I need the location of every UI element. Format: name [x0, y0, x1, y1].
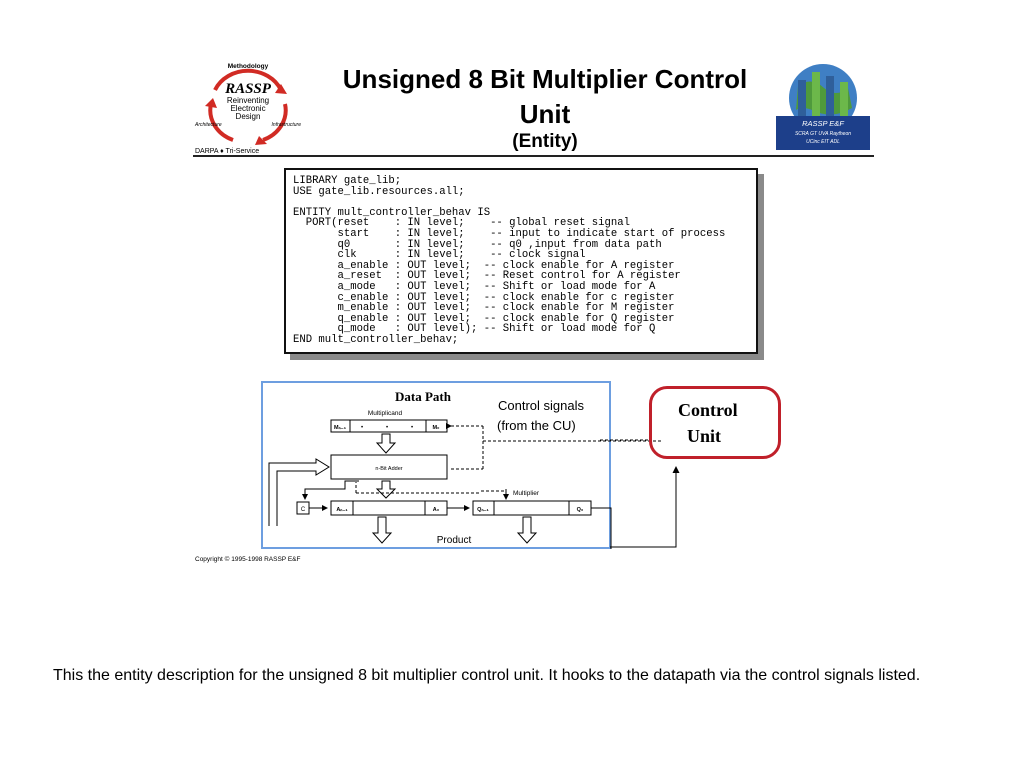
control-unit-box — [649, 386, 781, 459]
code-line: a_reset : OUT level; -- Reset control fo… — [293, 270, 681, 283]
data-path-diagram: Data Path Multiplicand Mₙ₋₁ M₀ • • • n-B… — [268, 389, 661, 549]
slide-caption: This the entity description for the unsi… — [53, 667, 921, 684]
code-line: LIBRARY gate_lib; — [293, 175, 402, 187]
logo-line3: Design — [236, 112, 261, 121]
page-subtitle: (Entity) — [512, 131, 578, 152]
down-arrow-icon — [375, 480, 397, 499]
product-label: Product — [437, 535, 472, 546]
product-arrow-icon — [371, 516, 393, 544]
code-line: a_enable : OUT level; -- clock enable fo… — [293, 259, 675, 272]
vhdl-code-panel: LIBRARY gate_lib; USE gate_lib.resources… — [284, 168, 758, 354]
q0-to-cu-connector — [610, 466, 680, 548]
rassp-logo: Methodology RASSP Reinventing Electronic… — [194, 63, 302, 155]
code-line: clk : IN level; -- clock signal — [293, 249, 586, 262]
header-divider — [193, 155, 874, 157]
logo-right-line2: SCRA GT UVA Raytheon — [795, 131, 851, 137]
code-line: q0 : IN level; -- q0 ,input from data pa… — [293, 238, 662, 251]
logo-left-word: Architecture — [194, 122, 222, 128]
code-line: a_mode : OUT level; -- Shift or load mod… — [293, 280, 656, 293]
q0-feedback-line — [591, 507, 612, 549]
logo-arc-right — [262, 103, 288, 142]
code-line: PORT(reset : IN level; -- global reset s… — [293, 217, 630, 230]
an-label: Aₙ₋₁ — [336, 507, 348, 513]
code-line: END mult_controller_behav; — [293, 333, 459, 346]
control-bus-extension — [600, 439, 650, 441]
logo-bottom-text: DARPA ♦ Tri-Service — [195, 148, 259, 155]
q-register — [472, 500, 592, 516]
logo-line1: Reinventing — [227, 96, 269, 105]
figure-icon — [840, 82, 848, 118]
figure-icon — [812, 72, 820, 118]
a-register — [330, 500, 448, 516]
mn-label: Mₙ₋₁ — [334, 425, 347, 431]
logo-line2: Electronic — [230, 104, 265, 113]
multiplicand-label: Multiplicand — [368, 410, 403, 417]
carry-line — [302, 480, 359, 500]
logo-arrow-left — [205, 98, 217, 108]
control-signals-label-line1: Control signals — [498, 398, 584, 413]
copyright-text: Copyright © 1995-1998 RASSP E&F — [195, 556, 301, 563]
m0-label: M₀ — [432, 425, 440, 431]
q0-to-cu-arrow — [610, 466, 680, 548]
logo-arc-left — [208, 103, 234, 142]
a0-label: A₀ — [433, 507, 440, 513]
feedback-arrow — [268, 458, 330, 526]
data-path-frame — [261, 381, 611, 549]
logo-arrow-right — [255, 136, 267, 145]
logo-arc-top — [213, 68, 283, 91]
page-title-line1: Unsigned 8 Bit Multiplier Control — [342, 64, 748, 94]
dot-icon: • — [361, 425, 363, 431]
logo-right-line1: RASSP E&F — [802, 119, 844, 128]
multiplicand-register — [330, 419, 448, 433]
control-unit-label-line2: Unit — [687, 426, 722, 446]
rassp-ef-logo: RASSP E&F SCRA GT UVA Raytheon UCinc EIT… — [776, 64, 870, 150]
logo-top-text: Methodology — [228, 63, 269, 70]
q0-label: Q₀ — [577, 507, 584, 513]
logo-arrow-top — [275, 84, 287, 94]
dot-icon: • — [411, 425, 413, 431]
qn-label: Qₙ₋₁ — [477, 507, 489, 513]
code-line: c_enable : OUT level; -- clock enable fo… — [293, 291, 675, 304]
page-title-line2: Unit — [519, 99, 571, 129]
vhdl-code: LIBRARY gate_lib; USE gate_lib.resources… — [293, 176, 756, 346]
code-line: m_enable : OUT level; -- clock enable fo… — [293, 302, 675, 315]
figure-icon — [798, 80, 806, 118]
code-line: USE gate_lib.resources.all; — [293, 185, 465, 198]
logo-rassp-text: RASSP — [224, 81, 272, 97]
adder-block — [330, 454, 448, 480]
adder-label: n-Bit Adder — [375, 466, 402, 472]
code-line: ENTITY mult_controller_behav IS — [293, 206, 491, 219]
down-arrow-icon — [375, 433, 397, 454]
globe-land-icon — [796, 81, 852, 115]
control-unit-label-line1: Control — [678, 400, 738, 420]
product-arrow-icon — [516, 516, 538, 544]
code-line: q_mode : OUT level); -- Shift or load mo… — [293, 323, 656, 336]
dot-icon: • — [386, 425, 388, 431]
logo-right-line3: UCinc EIT ADL — [806, 139, 840, 145]
data-path-title: Data Path — [395, 389, 452, 404]
logo-right-word: Infrastructure — [272, 122, 302, 128]
logo-banner — [776, 116, 870, 150]
c-label: C — [301, 507, 306, 513]
code-line: start : IN level; -- input to indicate s… — [293, 227, 726, 240]
multiplier-label: Multiplier — [513, 490, 540, 497]
figure-icon — [826, 76, 834, 118]
code-line: q_enable : OUT level; -- clock enable fo… — [293, 312, 675, 325]
control-signals-label-line2: (from the CU) — [497, 418, 576, 433]
